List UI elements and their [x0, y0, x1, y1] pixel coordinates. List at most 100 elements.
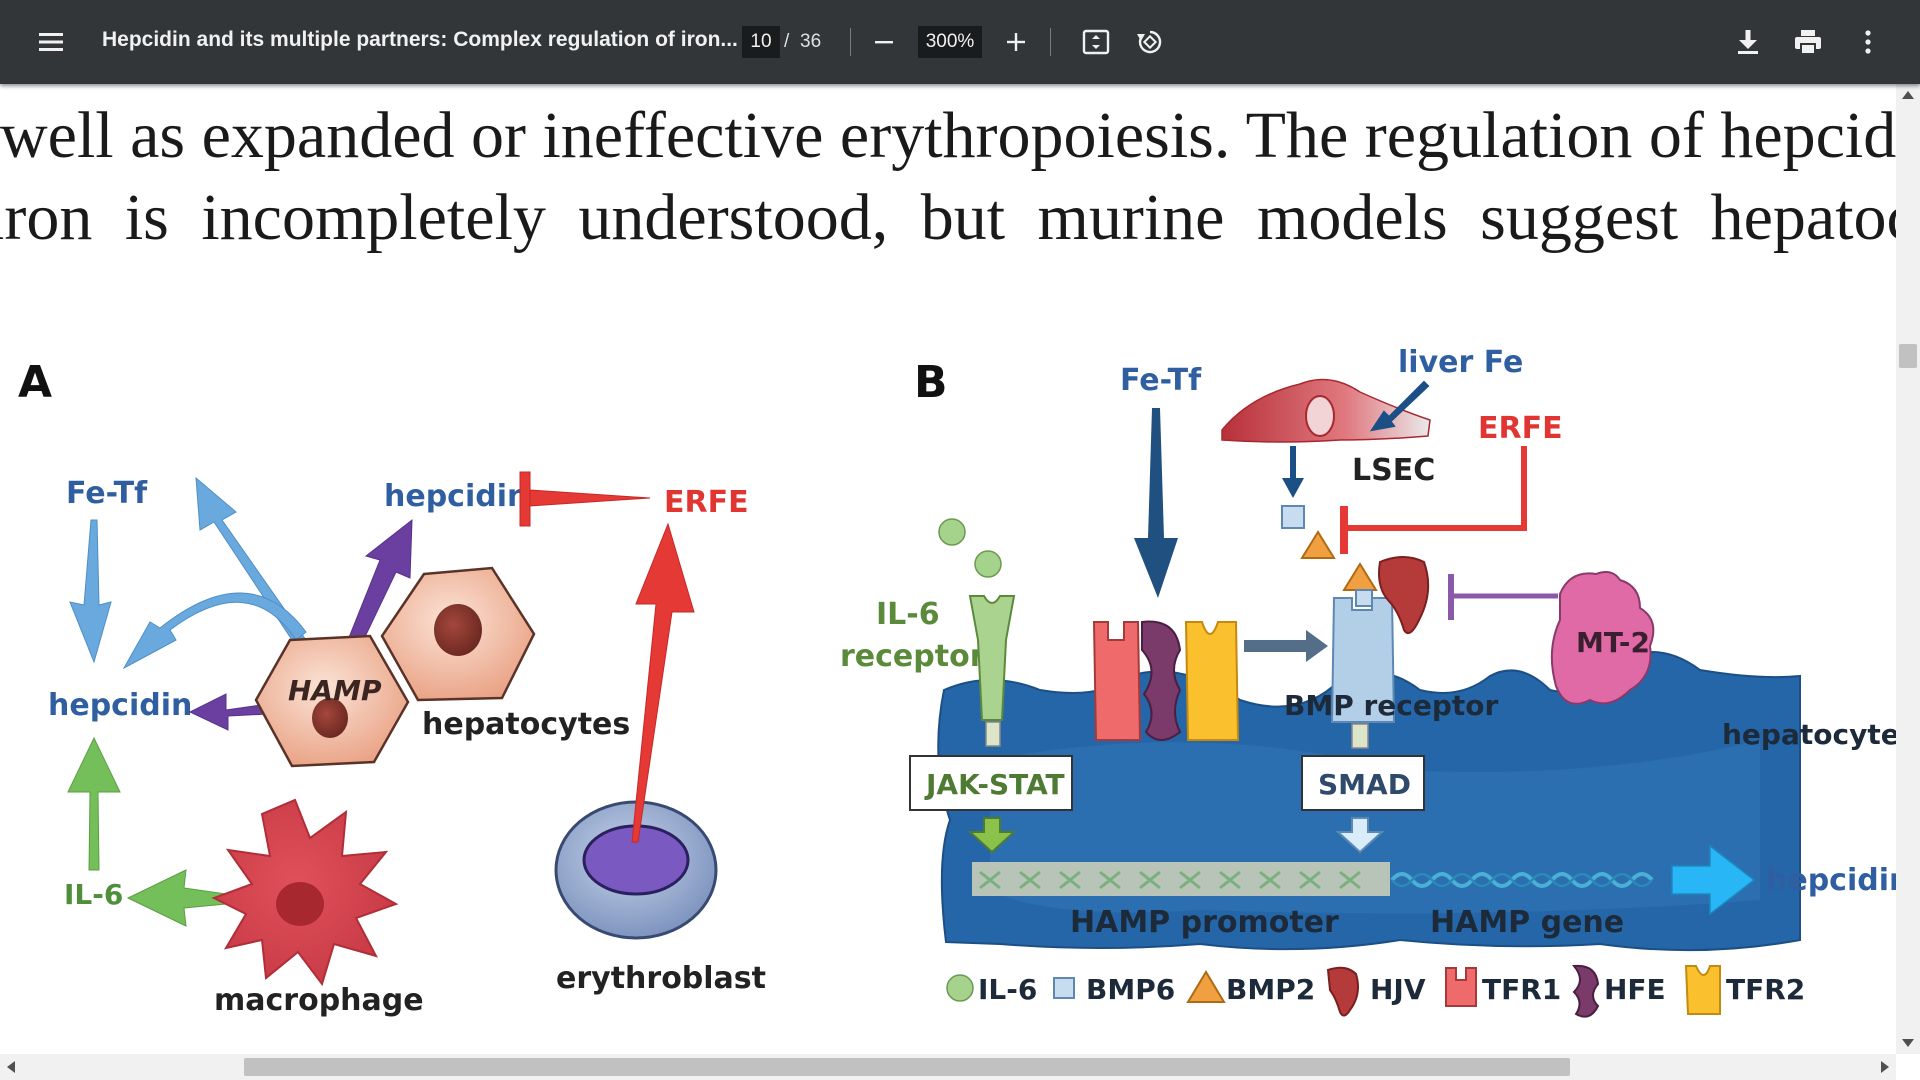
fe-tf-label-b: Fe-Tf — [1120, 363, 1202, 398]
il6-label: IL-6 — [64, 878, 123, 911]
toolbar-divider — [850, 28, 851, 56]
vertical-scrollbar[interactable] — [1896, 84, 1920, 1054]
scroll-left-arrow-icon[interactable] — [6, 1060, 16, 1074]
legend: IL-6 BMP6 BMP2 HJV TFR1 HFE TFR2 — [946, 964, 1805, 1018]
lsec-to-bmp-arrow — [1282, 446, 1304, 498]
il6-receptor — [968, 595, 1016, 721]
mt2-protein — [1550, 571, 1655, 705]
il6-ligand — [938, 518, 966, 546]
erfe-inhibition-bar — [519, 471, 651, 527]
body-text-line: iron is incompletely understood, but mur… — [0, 181, 1920, 254]
fe-tf-arrow — [69, 519, 112, 664]
print-button[interactable] — [1790, 24, 1826, 60]
bmp6-ligand — [1281, 505, 1305, 529]
page-number-input[interactable] — [742, 26, 780, 58]
hepcidin-output-arrow — [1671, 844, 1756, 916]
hamp-promoter-label: HAMP promoter — [1070, 905, 1339, 940]
document-title: Hepcidin and its multiple partners: Comp… — [102, 28, 738, 51]
jak-stat-box — [909, 755, 1073, 811]
legend-bmp6-icon — [1053, 977, 1075, 999]
hamp-to-hepcidin-curve-arrow — [122, 592, 307, 670]
zoom-level-input[interactable] — [918, 26, 982, 58]
legend-il6-label: IL-6 — [978, 973, 1037, 1006]
hepcidin-output-label: hepcidin — [1766, 863, 1896, 898]
panel-b: B LSEC liver Fe ERFE Fe-Tf IL-6 receptor — [840, 345, 1896, 1018]
horizontal-scrollbar-thumb[interactable] — [244, 1058, 1570, 1076]
scroll-up-arrow-icon[interactable] — [1901, 90, 1915, 100]
smad-arrow — [1335, 817, 1385, 854]
il6-receptor-tail — [985, 721, 1001, 747]
smad-box — [1301, 755, 1425, 811]
pdf-toolbar: Hepcidin and its multiple partners: Comp… — [0, 0, 1920, 84]
zoom-out-icon — [875, 41, 893, 44]
bmp6-bound — [1355, 589, 1373, 607]
jak-stat-label: JAK-STAT — [924, 768, 1065, 801]
zoom-out-button[interactable] — [868, 26, 900, 58]
erfe-inhibition-bar-b — [1340, 506, 1348, 554]
zoom-in-button[interactable] — [1000, 26, 1032, 58]
download-button[interactable] — [1730, 24, 1766, 60]
erfe-label: ERFE — [664, 485, 749, 520]
legend-hjv-icon — [1326, 966, 1359, 1017]
tfr-to-bmp-arrow — [1244, 630, 1328, 662]
scroll-right-arrow-icon[interactable] — [1880, 1060, 1890, 1074]
hamp-label: HAMP — [288, 674, 382, 707]
scroll-down-arrow-icon[interactable] — [1901, 1038, 1915, 1048]
figure: A Fe-Tf hepcidin IL-6 hepcidin ERFE HAMP… — [18, 345, 1896, 1018]
fit-page-icon — [1082, 29, 1110, 55]
fe-tf-arrow-b — [1134, 408, 1178, 598]
erythroblast-label: erythroblast — [556, 961, 766, 996]
macrophage-to-il6-arrow — [126, 869, 269, 927]
fe-tf-label: Fe-Tf — [66, 476, 148, 511]
tfr1-protein — [1092, 621, 1142, 741]
liver-fe-arrow — [1369, 380, 1430, 432]
legend-tfr2-label: TFR2 — [1726, 973, 1805, 1006]
body-text-line: well as expanded or ineffective erythrop… — [0, 99, 1920, 172]
legend-tfr1-icon — [1445, 967, 1477, 1007]
hepcidin-label-left: hepcidin — [48, 688, 192, 723]
panel-a-label: A — [18, 357, 52, 408]
menu-button[interactable] — [34, 26, 68, 58]
fit-page-button[interactable] — [1078, 24, 1114, 60]
legend-bmp6-label: BMP6 — [1086, 973, 1175, 1006]
hepatocyte-label: hepatocyte — [1722, 718, 1896, 751]
il6-receptor-label-1: IL-6 — [876, 597, 940, 632]
rotate-button[interactable] — [1132, 24, 1168, 60]
panel-b-label: B — [914, 357, 948, 408]
legend-hfe-icon — [1571, 964, 1600, 1018]
lsec-label: LSEC — [1352, 453, 1435, 488]
rotate-icon — [1137, 30, 1162, 54]
mt2-inhibition-bar — [1448, 574, 1454, 620]
toolbar-divider — [1050, 28, 1051, 56]
hamp-gene-dna — [1390, 872, 1654, 888]
hamp-to-fetf-arrow — [195, 476, 307, 647]
legend-tfr1-label: TFR1 — [1482, 973, 1561, 1006]
hjv-protein — [1378, 556, 1430, 634]
erfe-label-b: ERFE — [1478, 411, 1563, 446]
bmp-receptor-label: BMP receptor — [1284, 689, 1499, 722]
smad-label: SMAD — [1318, 768, 1411, 801]
menu-icon — [39, 33, 63, 51]
bmp2-bound — [1342, 562, 1378, 591]
legend-bmp2-label: BMP2 — [1226, 973, 1315, 1006]
jak-stat-arrow — [967, 817, 1017, 854]
erfe-inhibition-line — [1344, 446, 1527, 531]
bmp2-ligand — [1300, 530, 1336, 559]
macrophage-label: macrophage — [214, 983, 424, 1018]
hamp-to-hepcidin-left-arrow — [188, 693, 269, 731]
erythroblast-to-erfe-arrow — [631, 522, 695, 843]
legend-bmp2-icon — [1186, 970, 1226, 1003]
total-pages: 36 — [800, 31, 822, 52]
legend-il6-icon — [946, 974, 974, 1002]
more-options-icon — [1865, 30, 1871, 54]
hamp-gene-label: HAMP gene — [1430, 905, 1624, 940]
liver-fe-label: liver Fe — [1398, 345, 1523, 380]
il6-arrow-up — [67, 736, 121, 871]
hamp-nucleus — [312, 698, 348, 738]
mt2-label: MT-2 — [1576, 626, 1650, 659]
zoom-in-icon — [1007, 33, 1025, 51]
more-options-button[interactable] — [1852, 24, 1884, 60]
vertical-scrollbar-thumb[interactable] — [1899, 344, 1917, 368]
hepatocytes-label: hepatocytes — [422, 707, 630, 742]
print-icon — [1795, 30, 1821, 55]
